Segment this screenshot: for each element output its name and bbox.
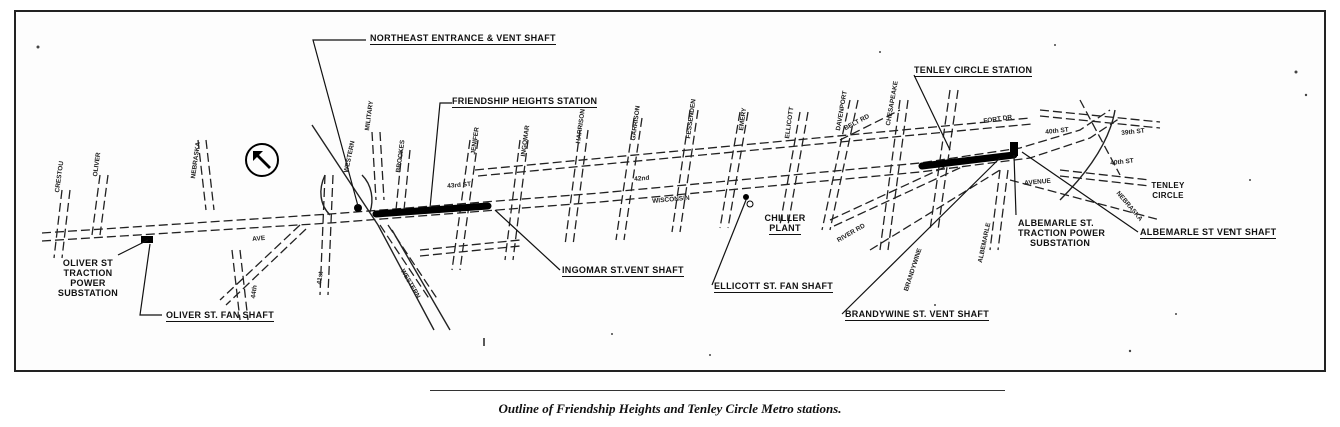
- northeast-entrance-marker: [354, 204, 362, 212]
- tenley-circle-line-1: TENLEY: [1151, 181, 1185, 190]
- tenley-circle-line-2: CIRCLE: [1152, 191, 1184, 200]
- leader-ellicott: [711, 199, 747, 286]
- label-tenley-circle-station: TENLEY CIRCLE STATION: [914, 65, 1033, 77]
- leader-brandywine: [841, 157, 1001, 315]
- label-tenley-circle: TENLEY CIRCLE: [1148, 181, 1188, 201]
- albemarle-traction-line-2: TRACTION POWER: [1018, 228, 1106, 238]
- oliver-traction-line-1: OLIVER ST: [62, 258, 114, 268]
- oliver-substation-marker: [141, 236, 153, 243]
- leader-northeast-entrance: [312, 39, 366, 207]
- chiller-plant-line-2: PLANT: [769, 223, 801, 235]
- label-friendship-heights-station: FRIENDSHIP HEIGHTS STATION: [452, 96, 598, 108]
- label-ellicott-fan-shaft: ELLICOTT ST. FAN SHAFT: [714, 281, 834, 293]
- leader-albemarle-traction: [1013, 154, 1017, 216]
- label-oliver-traction-substation: OLIVER ST TRACTION POWER SUBSTATION: [50, 258, 126, 298]
- albemarle-traction-line-3: SUBSTATION: [1030, 238, 1091, 248]
- wisconsin-ave-south-edge: [41, 117, 1121, 242]
- oliver-traction-line-4: SUBSTATION: [57, 288, 119, 298]
- north-arrow-icon: [245, 143, 279, 177]
- caption-rule: [430, 390, 1005, 391]
- friendship-heights-platform: [372, 202, 492, 218]
- tenley-circle-platform: [918, 151, 1018, 170]
- label-chiller-plant: CHILLER PLANT: [755, 213, 815, 235]
- leader-tenley-circle: [913, 74, 951, 151]
- chiller-plant-marker: [746, 200, 754, 208]
- label-northeast-entrance: NORTHEAST ENTRANCE & VENT SHAFT: [370, 33, 556, 45]
- label-albemarle-traction-substation: ALBEMARLE ST. TRACTION POWER SUBSTATION: [1018, 218, 1105, 248]
- leader-ingomar: [494, 209, 561, 271]
- albemarle-substation-marker: [1010, 142, 1018, 156]
- label-brandywine-vent-shaft: BRANDYWINE ST. VENT SHAFT: [845, 309, 990, 321]
- leader-albemarle-vent: [1021, 151, 1139, 233]
- oliver-traction-line-3: POWER: [70, 278, 106, 288]
- dc-md-boundary: [311, 124, 435, 331]
- ellicott-fan-shaft-marker: [743, 194, 749, 200]
- leader-friendship-heights: [429, 102, 452, 209]
- oliver-traction-line-2: TRACTION: [63, 268, 113, 278]
- map-frame: [14, 10, 1326, 372]
- street-ave: AVE: [252, 234, 266, 243]
- leader-oliver-fan: [139, 243, 162, 316]
- label-oliver-fan-shaft: OLIVER ST. FAN SHAFT: [166, 310, 275, 322]
- figure-caption: Outline of Friendship Heights and Tenley…: [498, 401, 842, 416]
- street-42nd: 42nd: [634, 174, 650, 183]
- label-ingomar-vent-shaft: INGOMAR ST.VENT SHAFT: [562, 265, 684, 277]
- albemarle-traction-line-1: ALBEMARLE ST.: [1018, 218, 1094, 228]
- leader-oliver-traction: [117, 239, 149, 256]
- chiller-plant-line-1: CHILLER: [764, 213, 806, 223]
- label-albemarle-vent-shaft: ALBEMARLE ST VENT SHAFT: [1140, 227, 1277, 239]
